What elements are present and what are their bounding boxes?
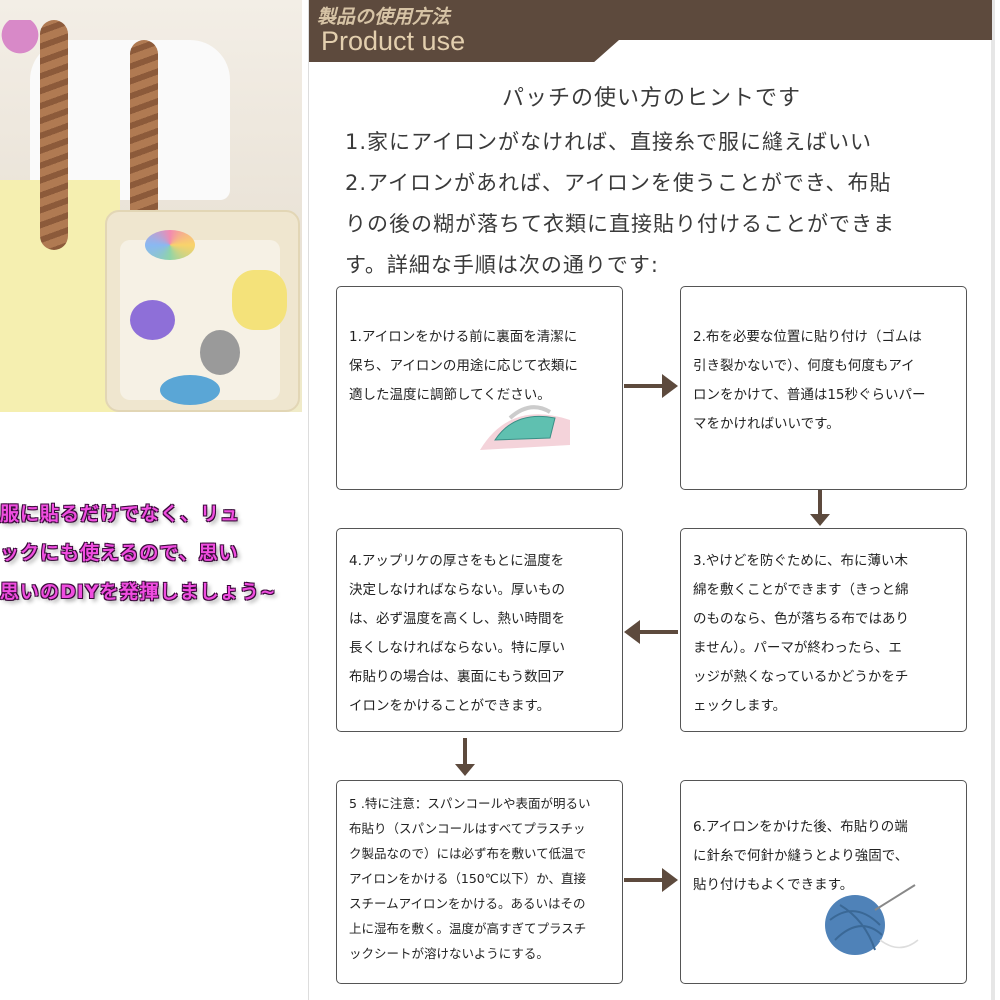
yarn-ball-icon (825, 884, 919, 955)
arrow-right-icon (624, 374, 678, 398)
arrow-down-icon (455, 738, 475, 776)
just-have-fun-sticker (130, 300, 175, 340)
wave-sticker (160, 375, 220, 405)
header-bar (309, 0, 992, 40)
step-2-box: 2.布を必要な位置に貼り付け（ゴムは 引き裂かないで）、何度も何度もアイ ロンを… (680, 286, 967, 490)
dog-sticker (200, 330, 240, 375)
iron-icon (480, 405, 570, 450)
arrow-left-icon (624, 620, 678, 644)
intro-text: 1.家にアイロンがなければ、直接糸で服に縫えばいい 2.アイロンがあれば、アイロ… (345, 130, 895, 277)
step-5-box: 5 .特に注意：スパンコールや表面が明るい 布貼り（スパンコールはすべてプラスチ… (336, 780, 623, 984)
header-tab (309, 40, 619, 62)
product-photo (0, 0, 302, 412)
step-3-box: 3.やけどを防ぐために、布に薄い木 綿を敷くことができます（きっと綿 のものなら… (680, 528, 967, 732)
arrow-right-icon (624, 868, 678, 892)
ice-cream-icon (0, 20, 40, 70)
header-title-jp: 製品の使用方法 (317, 6, 451, 28)
step-4-box: 4.アップリケの厚さをもとに温度を 決定しなければならない。厚いもの は、必ず温… (336, 528, 623, 732)
intro-title: パッチの使い方のヒントです (501, 86, 801, 111)
promo-text: 服に貼るだけでなく、リュ ックにも使えるので、思い 思いのDIYを発揮しましょう… (0, 503, 277, 603)
step-1-box: 1.アイロンをかける前に裏面を清潔に 保ち、アイロンの用途に応じて衣類に 適した… (336, 286, 623, 490)
cheese-plush (232, 270, 287, 330)
header-title-en: Product use (321, 26, 466, 56)
braid-left (40, 20, 68, 250)
arrow-down-icon (810, 490, 830, 526)
instruction-panel: 製品の使用方法 Product use (308, 0, 995, 1000)
rainbow-sticker (145, 230, 195, 260)
step-6-box: 6.アイロンをかけた後、布貼りの端 に針糸で何針か縫うとより強固で、 貼り付けも… (680, 780, 967, 984)
